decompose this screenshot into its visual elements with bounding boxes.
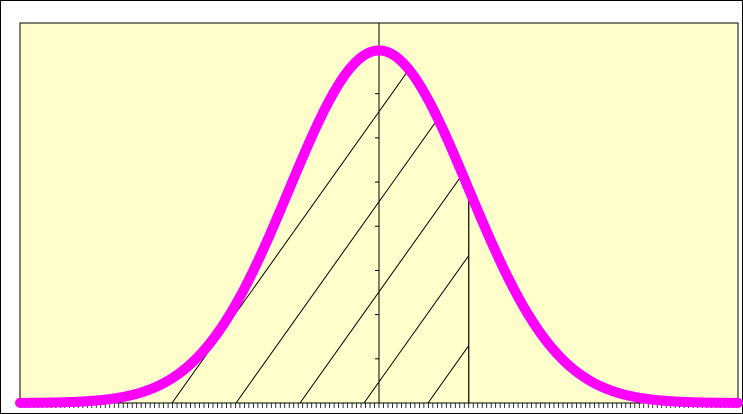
hatch-line [299, 50, 469, 403]
x-axis-ticks [19, 403, 739, 408]
hatch-line [363, 50, 469, 403]
normal-curve [15, 45, 743, 408]
hatch-line [235, 50, 469, 403]
